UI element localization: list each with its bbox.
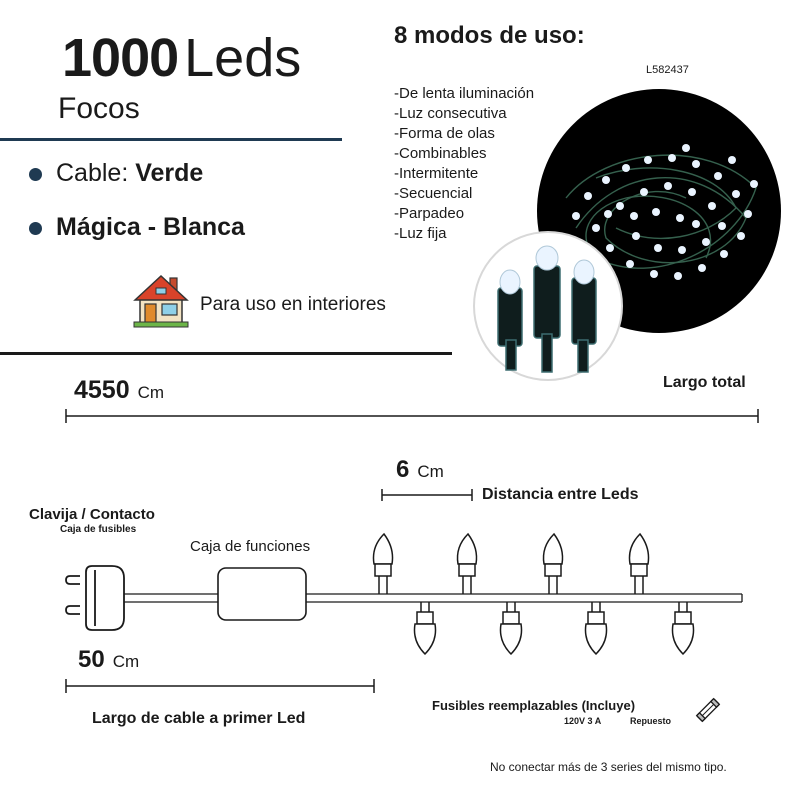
mode-item: -Parpadeo [394,205,465,222]
led-bulb [542,532,564,594]
lead-length-label: Largo de cable a primer Led [92,710,306,727]
fuse-rating: 120V 3 A [564,716,602,726]
mode-item: -De lenta iluminación [394,85,535,102]
led-bulb [499,602,523,656]
led-spacing-unit: Cm [417,462,444,481]
total-length-value: 4550 [74,376,130,404]
led-bulb [372,532,394,594]
mode-item: -Secuencial [394,185,473,202]
spec-color: Mágica - Blanca [56,213,245,242]
spec-cable-value: Verde [135,159,204,187]
lead-length: 50 Cm [78,646,139,674]
led-bulb [671,602,695,656]
mode-item: -Combinables [394,145,487,162]
spec-color-value: Mágica - Blanca [56,213,245,241]
bullet-icon [29,168,42,181]
spare-label: Repuesto [630,716,672,726]
total-length-unit: Cm [137,383,165,402]
mode-item: -Forma de olas [394,125,495,142]
indoor-use-text: Para uso en interiores [200,294,386,315]
mode-item: -Intermitente [394,165,479,182]
led-bulb [413,602,437,656]
lead-length-value: 50 [78,646,105,673]
lead-length-unit: Cm [112,652,140,671]
fuses-label: Fusibles reemplazables (Incluye) [432,698,636,713]
led-count: 1000 [62,28,179,88]
spec-cable: Cable: Verde [56,159,203,188]
function-box-label: Caja de funciones [190,538,311,555]
led-spacing-label: Distancia entre Leds [482,486,639,503]
product-code: L582437 [646,64,689,76]
mode-item: -Luz consecutiva [394,105,507,122]
led-bulb [456,532,478,594]
warning-text: No conectar más de 3 series del mismo ti… [490,760,727,774]
bullet-icon [29,222,42,235]
product-subtitle: Focos [58,92,140,125]
led-spacing-value: 6 [396,456,410,483]
modes-title: 8 modos de uso: [394,22,585,49]
total-length: 4550 Cm [74,376,164,405]
lead-length-dimension-line [65,679,375,693]
total-length-label: Largo total [663,374,746,391]
led-closeup-photo [473,231,623,381]
function-box [217,567,307,621]
total-length-dimension-line [65,409,759,423]
led-spacing-dimension-line [381,489,473,501]
led-count-unit: Leds [184,28,302,88]
modes-list: -De lenta iluminación -Luz consecutiva -… [394,84,534,244]
spec-cable-label: Cable: [56,159,136,187]
house-icon [133,274,189,328]
plug-label: Clavija / Contacto [29,506,155,523]
plug-icon [65,565,125,631]
led-bulb [584,602,608,656]
fuse-icon [695,697,721,723]
led-spacing: 6 Cm [396,456,444,484]
title-divider [0,138,342,141]
led-bulb [628,532,650,594]
wiring-diagram [65,532,743,656]
section-divider [0,352,452,355]
plug-sublabel: Caja de fusibles [60,524,137,535]
mode-item: -Luz fija [394,225,447,242]
